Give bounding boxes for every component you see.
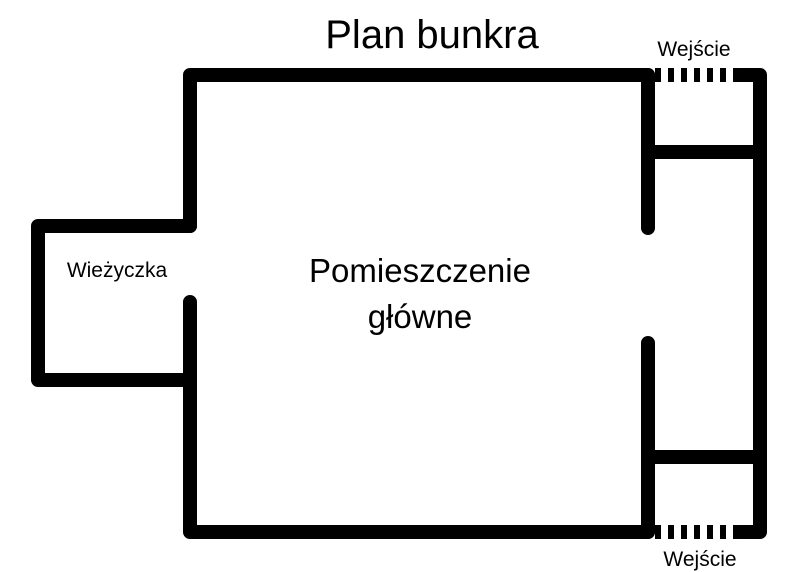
bottom-entrance-door: [655, 525, 739, 539]
right-outer-wall: [733, 68, 767, 539]
turret-wall: [31, 219, 197, 387]
top-outer-wall: [183, 68, 655, 233]
top-entrance-door: [655, 68, 739, 82]
diagram-title: Plan bunkra: [325, 13, 539, 57]
bottom-outer-wall: [183, 295, 655, 539]
main-room-label-line2: główne: [368, 298, 473, 335]
bottom-entrance-label: Wejście: [663, 548, 736, 571]
main-room-label-line1: Pomieszczenie: [309, 252, 531, 289]
walls: [31, 68, 767, 539]
top-entrance-label: Wejście: [657, 38, 730, 61]
turret-label: Wieżyczka: [67, 259, 168, 282]
